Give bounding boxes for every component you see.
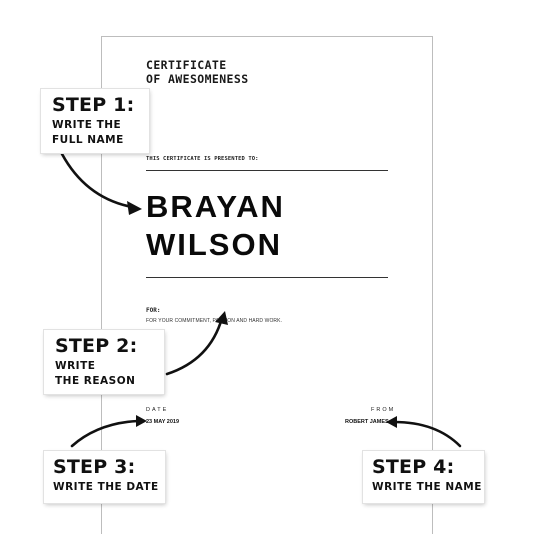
step-3-callout: STEP 3: WRITE THE DATE	[44, 451, 165, 503]
certificate-title-line1: CERTIFICATE	[146, 58, 227, 72]
recipient-first-name: BRAYAN	[146, 189, 285, 224]
step-2-description: WRITE THE REASON	[55, 360, 136, 387]
recipient-name: BRAYAN WILSON	[146, 188, 386, 264]
step-3-description: WRITE THE DATE	[53, 481, 159, 493]
date-label: DATE	[146, 407, 169, 413]
step-4-description: WRITE THE NAME	[372, 481, 482, 493]
step-4-title: STEP 4:	[372, 456, 455, 478]
step-1-callout: STEP 1: WRITE THE FULL NAME	[41, 89, 149, 153]
certificate-title-line2: OF AWESOMENESS	[146, 72, 249, 86]
presented-to-label: THIS CERTIFICATE IS PRESENTED TO:	[146, 156, 259, 162]
certificate-title: CERTIFICATE OF AWESOMENESS	[146, 58, 346, 86]
recipient-last-name: WILSON	[146, 227, 282, 262]
reason-text: FOR YOUR COMMITMENT, PASSION AND HARD WO…	[146, 318, 283, 324]
divider-top	[146, 170, 388, 171]
step-4-callout: STEP 4: WRITE THE NAME	[363, 451, 484, 503]
date-value: 23 MAY 2019	[146, 419, 180, 425]
from-value: ROBERT JAMES	[345, 419, 389, 425]
step-2-callout: STEP 2: WRITE THE REASON	[44, 330, 164, 394]
step-3-title: STEP 3:	[53, 456, 136, 478]
step-1-title: STEP 1:	[52, 94, 135, 116]
step-1-description: WRITE THE FULL NAME	[52, 119, 124, 146]
for-label: FOR:	[146, 307, 161, 314]
from-label: FROM	[371, 407, 396, 413]
divider-bottom	[146, 277, 388, 278]
step-2-title: STEP 2:	[55, 335, 138, 357]
